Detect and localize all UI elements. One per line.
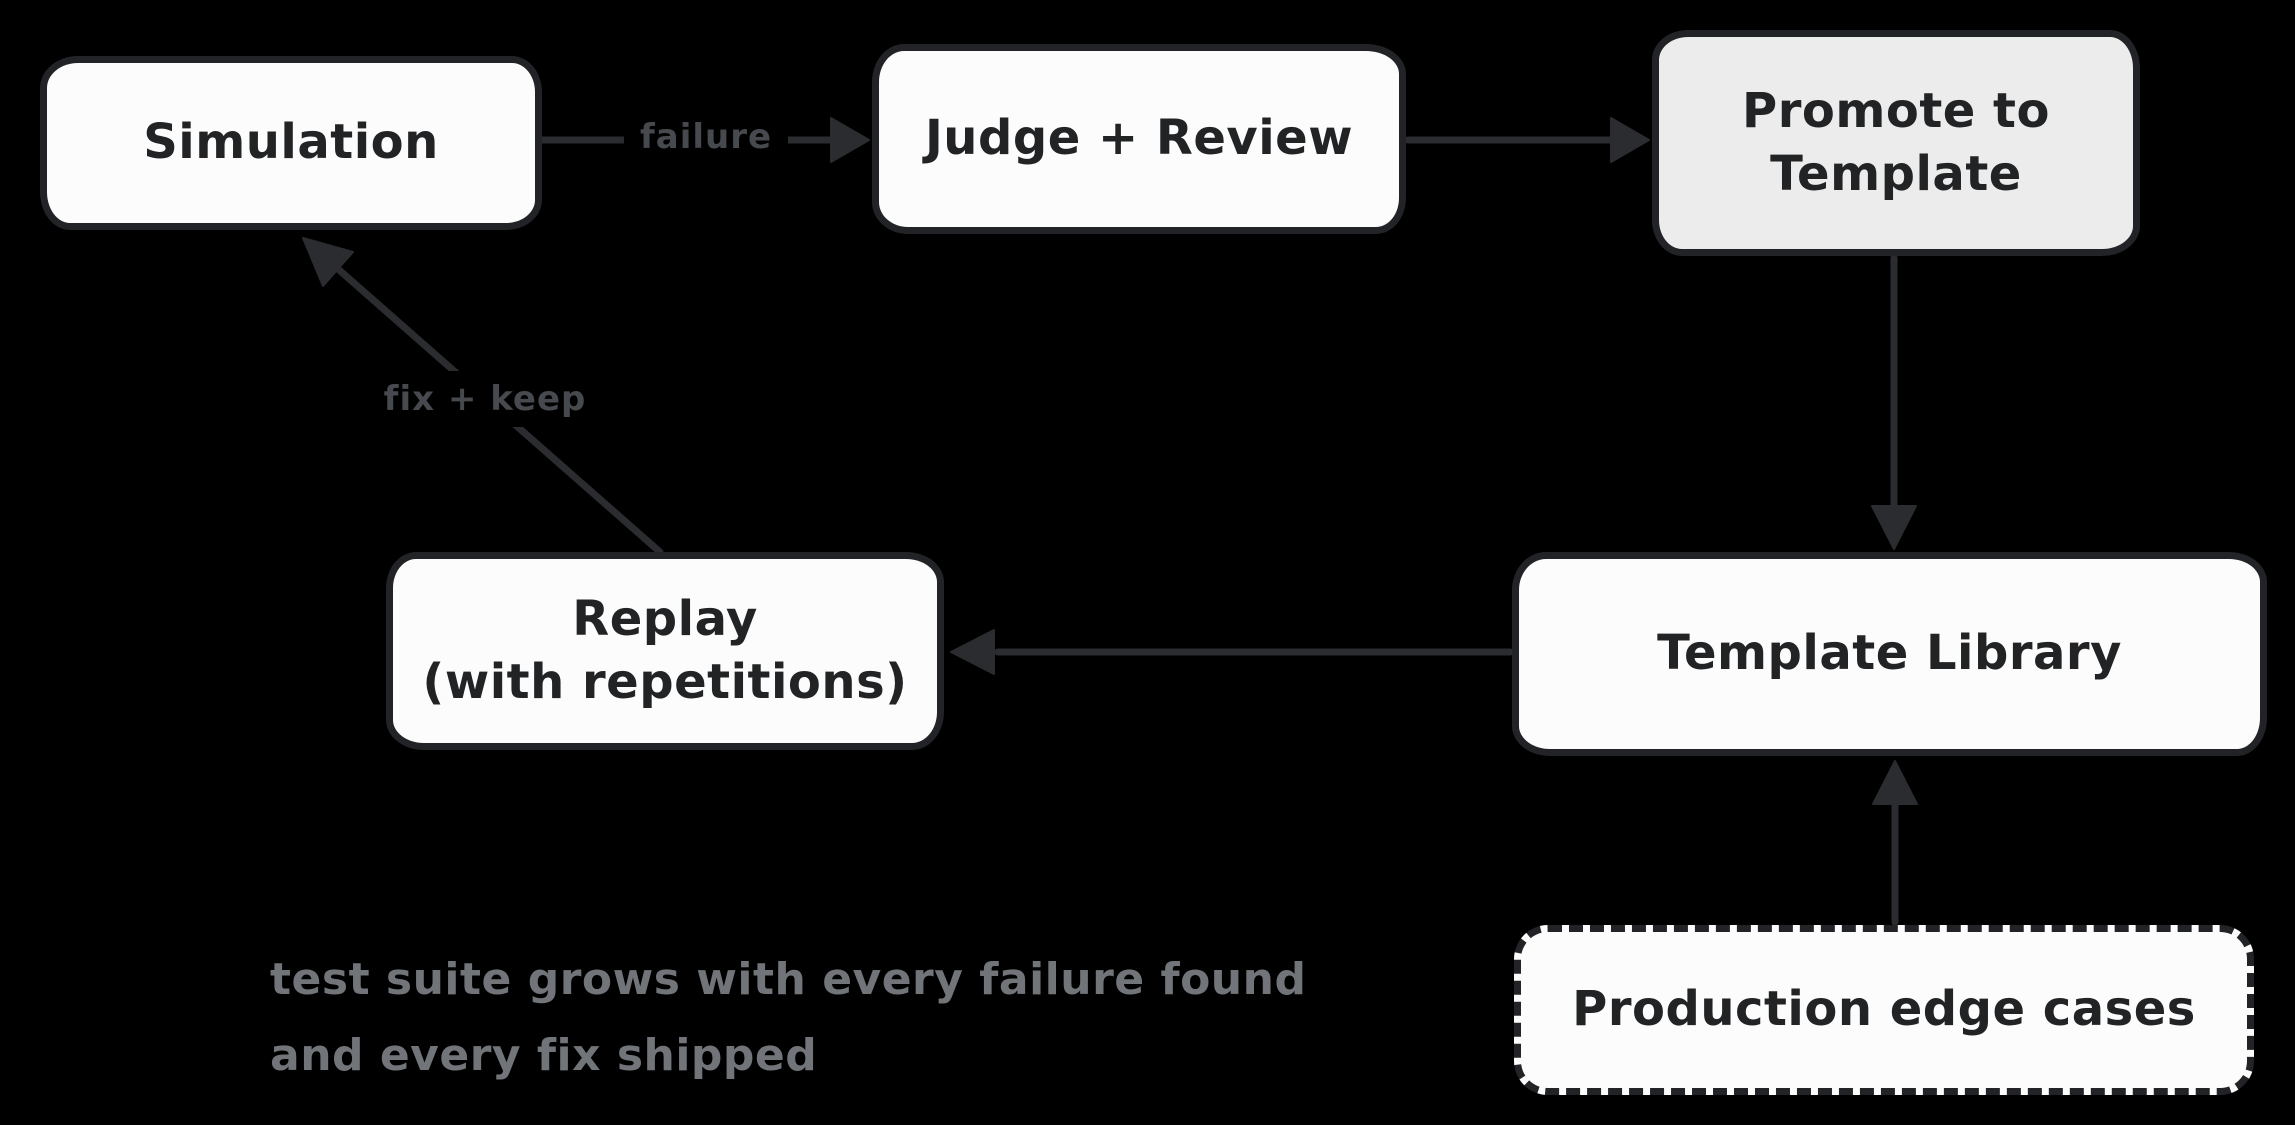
edge-label-fix-keep: fix + keep xyxy=(367,371,603,427)
arrowhead-right xyxy=(1610,117,1650,163)
edge-promote-to-template-library[interactable] xyxy=(1871,254,1917,550)
node-production-edge-cases[interactable]: Production edge cases xyxy=(1514,925,2254,1095)
arrowhead-up xyxy=(1872,760,1918,805)
edge-judge-to-promote[interactable] xyxy=(1404,117,1650,163)
node-promote-to-template[interactable]: Promote to Template xyxy=(1652,30,2140,256)
annotation-note-line1: test suite grows with every failure foun… xyxy=(270,954,1307,1005)
edge-label-failure: failure xyxy=(623,109,789,165)
arrowhead-right xyxy=(830,117,870,163)
edge-template-library-to-replay[interactable] xyxy=(950,629,1514,675)
node-production-label: Production edge cases xyxy=(1572,981,2196,1038)
node-judge-review-label: Judge + Review xyxy=(924,110,1354,167)
arrowhead-left xyxy=(950,629,995,675)
node-simulation[interactable]: Simulation xyxy=(40,56,542,230)
node-promote-line2: Template xyxy=(1770,146,2022,202)
node-template-library-label: Template Library xyxy=(1657,625,2122,682)
arrowhead-down xyxy=(1871,505,1917,550)
arrowhead-up-left xyxy=(302,237,354,287)
node-promote-line1: Promote to xyxy=(1742,82,2050,139)
node-replay-line1: Replay xyxy=(572,590,758,647)
annotation-note: test suite grows with every failure foun… xyxy=(270,942,1306,1094)
node-replay-line2: (with repetitions) xyxy=(422,654,908,710)
node-replay[interactable]: Replay (with repetitions) xyxy=(386,552,944,750)
edge-production-to-template-library[interactable] xyxy=(1872,760,1918,926)
node-template-library[interactable]: Template Library xyxy=(1512,552,2267,756)
node-simulation-label: Simulation xyxy=(143,114,439,171)
annotation-note-line2: and every fix shipped xyxy=(270,1030,818,1081)
node-judge-review[interactable]: Judge + Review xyxy=(872,44,1406,234)
